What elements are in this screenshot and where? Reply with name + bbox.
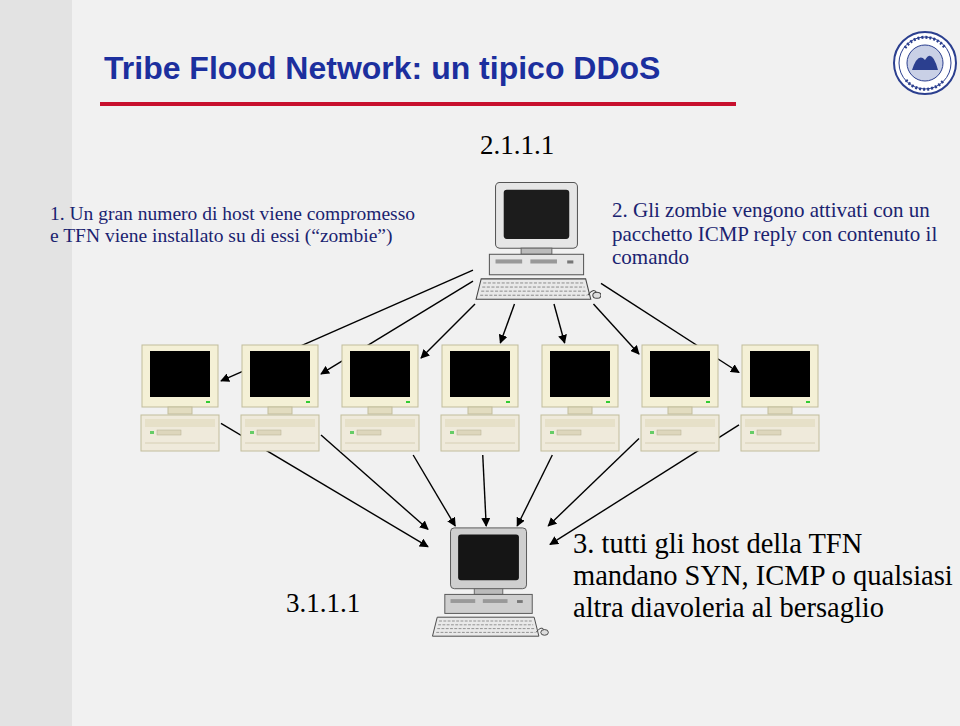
arrow-connector (500, 304, 514, 343)
zombie-computer (139, 343, 221, 455)
zombie-computer (339, 343, 421, 455)
arrow-connector (554, 304, 565, 343)
target-computer: 3.1.1.1 (280, 524, 570, 640)
computer-icon (739, 343, 821, 455)
arrow-connector (517, 455, 552, 526)
arrow-connector (413, 455, 455, 526)
university-logo (894, 32, 956, 94)
ip-address: 3.1.1.1 (286, 588, 360, 619)
computer-icon (439, 343, 521, 455)
arrow-connector (548, 438, 639, 526)
computer-icon (539, 343, 621, 455)
computer-icon (239, 343, 321, 455)
computer-icon (639, 343, 721, 455)
zombie-computer (639, 343, 721, 455)
computer-icon (473, 180, 601, 304)
computer-icon (428, 526, 550, 640)
zombie-computer (439, 343, 521, 455)
slide-title: Tribe Flood Network: un tipico DDoS (104, 50, 660, 87)
step-note: 1. Un gran numero di host viene comprome… (50, 203, 422, 247)
zombie-computer (239, 343, 321, 455)
zombie-computer (739, 343, 821, 455)
computer-icon (339, 343, 421, 455)
arrow-connector (483, 455, 486, 526)
zombie-computer (539, 343, 621, 455)
step-note: 3. tutti gli host della TFN mandano SYN,… (573, 528, 955, 624)
ip-address: 2.1.1.1 (480, 130, 554, 161)
attacker-computer: 2.1.1.1 (468, 130, 603, 310)
computer-icon (139, 343, 221, 455)
step-note: 2. Gli zombie vengono attivati con un pa… (612, 199, 954, 270)
